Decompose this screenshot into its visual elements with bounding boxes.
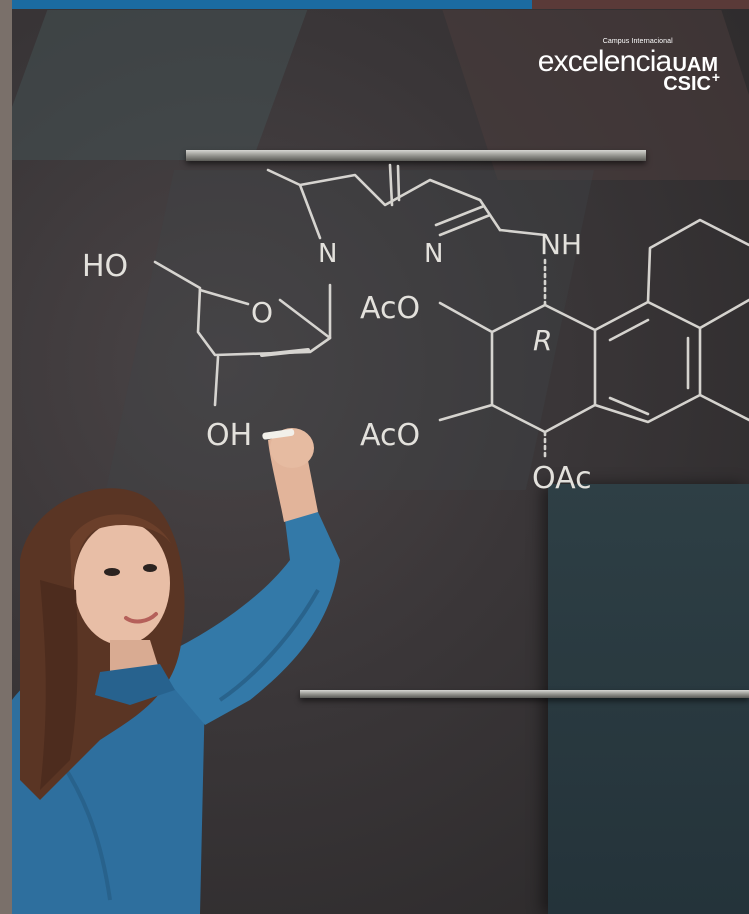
chalk-bond — [593, 300, 702, 424]
page-edge — [0, 0, 12, 914]
chalk-bond — [438, 301, 597, 434]
chalk-piece — [262, 428, 295, 440]
logo-csic: CSIC — [663, 73, 711, 95]
left-eye — [104, 568, 120, 576]
hair-side — [40, 580, 78, 790]
chalk-bond — [434, 204, 492, 237]
collar — [95, 664, 175, 705]
mouth — [124, 612, 158, 624]
chalk-bond — [213, 355, 220, 407]
chalk-bond — [438, 403, 494, 422]
chalk-bond — [388, 163, 401, 207]
face — [74, 521, 170, 645]
hand — [270, 428, 314, 468]
chalk-label-ring-o: O — [251, 296, 273, 329]
top-bar-shadow — [532, 0, 749, 9]
sliding-board-panel — [548, 484, 749, 914]
chalk-label-n1: N — [318, 239, 337, 269]
chalk-label-oac: OAc — [532, 461, 592, 496]
chalk-bond — [646, 218, 749, 330]
chalk-bond — [198, 288, 332, 340]
shirt-fold — [218, 589, 320, 702]
chalk-bond — [260, 348, 310, 357]
campus-excelencia-logo: Campus Internacional excelenciaUAM CSIC … — [537, 38, 720, 95]
chalk-rail-bottom — [300, 690, 749, 698]
chalk-label-oh: OH — [206, 418, 252, 453]
chalk-label-r: R — [533, 324, 552, 357]
top-accent-bar — [12, 0, 532, 9]
logo-uam: UAM — [672, 54, 718, 76]
chalk-label-aco-bottom: AcO — [360, 418, 420, 453]
logo-wordmark: excelencia — [537, 45, 673, 78]
logo-plus: + — [711, 69, 720, 85]
chalk-label-nh: NH — [540, 228, 582, 261]
chalk-bond — [498, 228, 547, 237]
chalk-label-n2: N — [424, 239, 443, 269]
raised-arm — [150, 512, 340, 725]
chalk-rail-top — [186, 150, 646, 161]
right-eye — [143, 564, 157, 572]
chalk-label-aco-top: AcO — [360, 291, 420, 326]
logo-subtitle: Campus Internacional — [602, 38, 673, 45]
chalk-label-ho: HO — [82, 249, 128, 284]
chalk-bond — [608, 318, 690, 416]
chalk-bond — [698, 393, 749, 422]
